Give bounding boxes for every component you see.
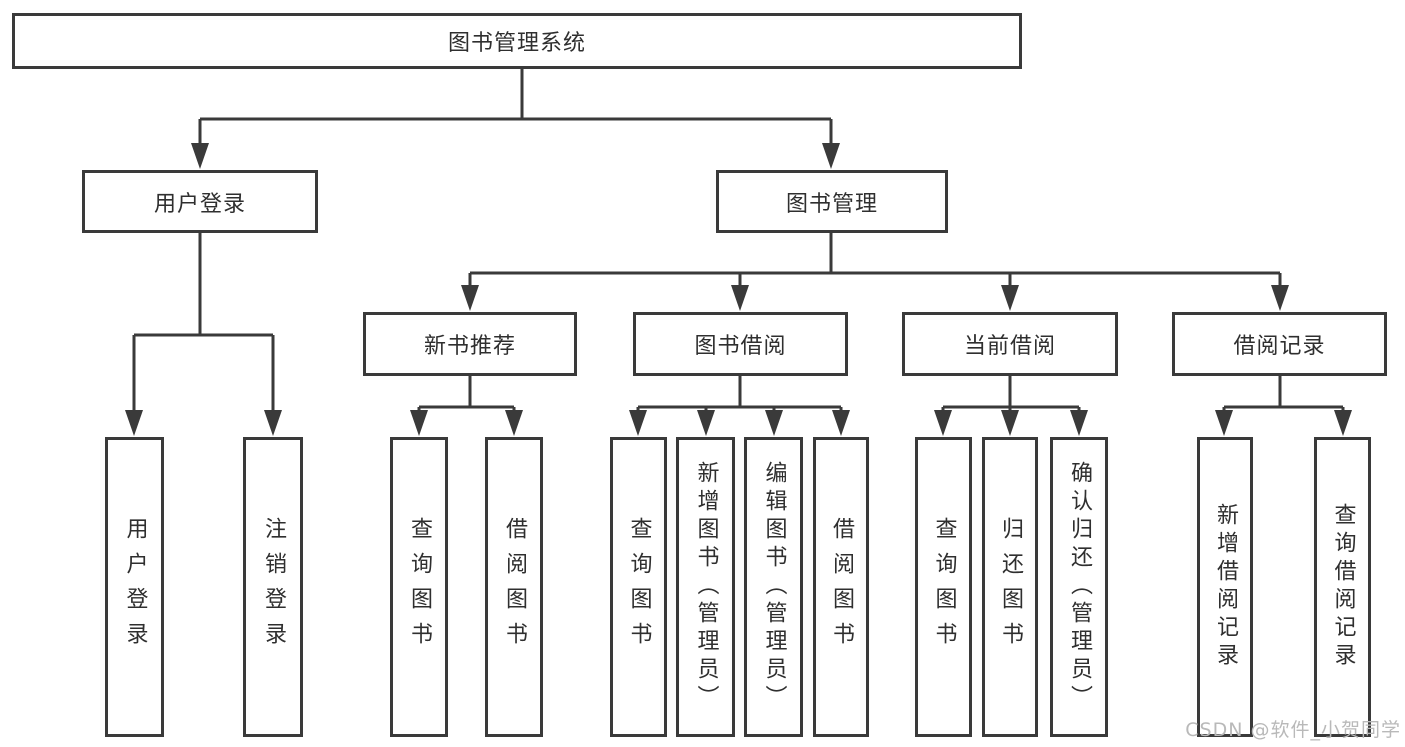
node-leaf-confirm-return-admin: 确认归还（管理员） xyxy=(1050,437,1108,737)
node-leaf-borrow-books-recommend: 借阅图书 xyxy=(485,437,543,737)
node-label: 归还图书 xyxy=(998,517,1023,657)
node-leaf-return-books: 归还图书 xyxy=(982,437,1038,737)
node-label: 图书借阅 xyxy=(694,334,787,359)
node-current-borrow: 当前借阅 xyxy=(902,312,1118,376)
node-label: 注销登录 xyxy=(261,517,286,657)
node-book-borrow: 图书借阅 xyxy=(633,312,848,376)
node-leaf-query-books-recommend: 查询图书 xyxy=(390,437,448,737)
node-label: 查询图书 xyxy=(626,517,652,657)
csdn-watermark: CSDN @软件_小贺同学 xyxy=(1185,719,1401,741)
node-leaf-borrow-books: 借阅图书 xyxy=(813,437,869,737)
node-root-system: 图书管理系统 xyxy=(12,13,1022,69)
node-label: 查询图书 xyxy=(407,517,432,657)
node-leaf-query-books-current: 查询图书 xyxy=(915,437,972,737)
node-label: 新增借阅记录 xyxy=(1213,503,1238,671)
node-label: 借阅图书 xyxy=(829,517,854,657)
node-leaf-logout: 注销登录 xyxy=(243,437,303,737)
node-book-management: 图书管理 xyxy=(716,170,948,233)
node-label: 新书推荐 xyxy=(423,334,516,359)
node-label: 查询借阅记录 xyxy=(1330,503,1356,671)
node-label: 编辑图书（管理员） xyxy=(761,461,787,713)
node-label: 用户登录 xyxy=(122,517,148,657)
node-leaf-add-borrow-record: 新增借阅记录 xyxy=(1197,437,1253,737)
node-label: 借阅记录 xyxy=(1233,334,1326,359)
node-label: 查询图书 xyxy=(931,517,957,657)
node-new-book-recommend: 新书推荐 xyxy=(363,312,577,376)
node-label: 用户登录 xyxy=(153,191,246,217)
node-label: 图书管理 xyxy=(785,191,878,217)
node-leaf-query-borrow-record: 查询借阅记录 xyxy=(1314,437,1371,737)
node-label: 确认归还（管理员） xyxy=(1067,461,1092,713)
node-label: 当前借阅 xyxy=(963,334,1056,359)
node-leaf-user-login: 用户登录 xyxy=(105,437,164,737)
node-leaf-query-books-borrow: 查询图书 xyxy=(610,437,667,737)
node-borrow-records: 借阅记录 xyxy=(1172,312,1387,376)
node-user-login: 用户登录 xyxy=(82,170,318,233)
node-leaf-add-books-admin: 新增图书（管理员） xyxy=(676,437,735,737)
node-label: 借阅图书 xyxy=(502,517,527,657)
node-label: 图书管理系统 xyxy=(447,31,586,56)
node-label: 新增图书（管理员） xyxy=(693,461,719,713)
node-leaf-edit-books-admin: 编辑图书（管理员） xyxy=(744,437,803,737)
arrowheads xyxy=(125,143,1352,436)
